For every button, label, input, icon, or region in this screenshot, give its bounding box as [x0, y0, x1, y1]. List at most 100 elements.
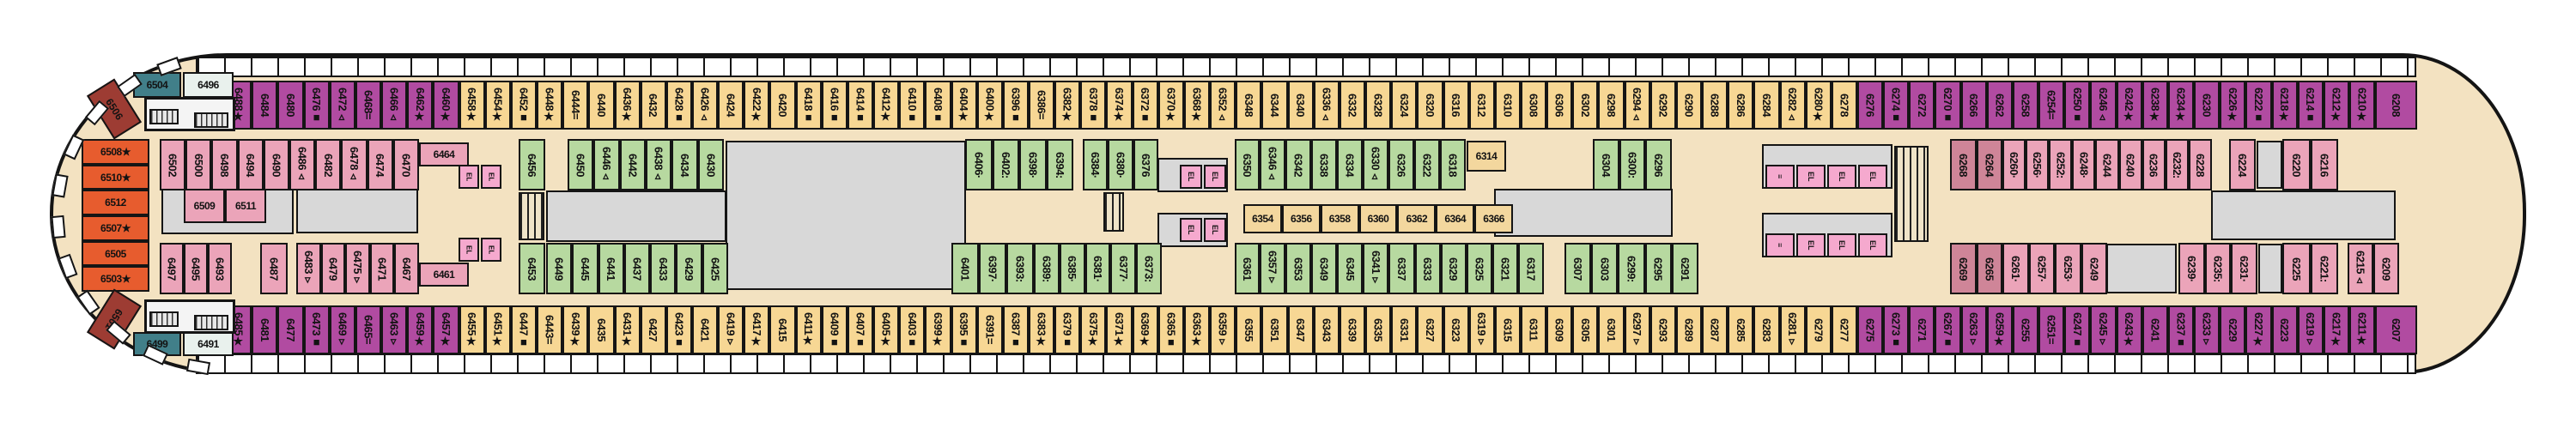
cabin-6446[interactable]: 6446▵	[593, 139, 620, 190]
cabin-6512[interactable]: 6512	[82, 190, 149, 216]
cabin-6429[interactable]: 6429	[676, 243, 702, 294]
cabin-6340[interactable]: 6340	[1287, 81, 1314, 130]
cabin-6286[interactable]: 6286	[1728, 81, 1754, 130]
cabin-6482[interactable]: 6482	[315, 139, 342, 190]
cabin-6274[interactable]: 6274■	[1883, 81, 1910, 130]
cabin-6483[interactable]: 6483▿	[296, 243, 321, 294]
cabin-6326[interactable]: 6326	[1388, 139, 1414, 190]
cabin-6479[interactable]: 6479	[320, 243, 346, 294]
cabin-6256[interactable]: 6256·	[2026, 139, 2050, 190]
cabin-6295[interactable]: 6295	[1644, 243, 1672, 294]
cabin-6355[interactable]: 6355	[1236, 305, 1262, 354]
cabin-6345[interactable]: 6345	[1337, 243, 1364, 294]
cabin-6461[interactable]: 6461	[419, 263, 469, 287]
cabin-6358[interactable]: 6358	[1320, 204, 1359, 233]
cabin-6296[interactable]: 6296	[1645, 139, 1673, 190]
cabin-6391[interactable]: 6391=	[976, 305, 1003, 354]
cabin-6450[interactable]: 6450	[568, 139, 594, 190]
cabin-6500[interactable]: 6500	[185, 139, 212, 190]
cabin-6273[interactable]: 6273■	[1883, 305, 1910, 354]
cabin-6436[interactable]: 6436★	[614, 81, 641, 130]
cabin-6455[interactable]: 6455★	[459, 305, 485, 354]
cabin-6353[interactable]: 6353	[1285, 243, 1312, 294]
cabin-6484[interactable]: 6484	[252, 81, 278, 130]
cabin-6252[interactable]: 6252:	[2049, 139, 2073, 190]
cabin-6384[interactable]: 6384·	[1083, 139, 1109, 190]
cabin-6234[interactable]: 6234★	[2167, 81, 2195, 130]
cabin-6380[interactable]: 6380·	[1108, 139, 1133, 190]
cabin-6349[interactable]: 6349	[1311, 243, 1338, 294]
cabin-6383[interactable]: 6383★	[1029, 305, 1055, 354]
cabin-6281[interactable]: 6281▿	[1779, 305, 1806, 354]
cabin-6490[interactable]: 6490	[263, 139, 290, 190]
cabin-6385[interactable]: 6385·	[1059, 243, 1085, 294]
cabin-6441[interactable]: 6441	[598, 243, 624, 294]
cabin-6219[interactable]: 6219▿	[2297, 305, 2324, 354]
cabin-6475[interactable]: 6475▿	[345, 243, 370, 294]
cabin-6294[interactable]: 6294▵	[1624, 81, 1650, 130]
cabin-6386[interactable]: 6386=	[1029, 81, 1055, 130]
cabin-6362[interactable]: 6362	[1397, 204, 1437, 233]
cabin-6401[interactable]: 6401	[951, 243, 979, 294]
cabin-6289[interactable]: 6289	[1675, 305, 1703, 354]
cabin-6470[interactable]: 6470	[392, 139, 420, 190]
cabin-6443[interactable]: 6443=	[537, 305, 563, 354]
cabin-6227[interactable]: 6227★	[2245, 305, 2272, 354]
cabin-6242[interactable]: 6242★	[2116, 81, 2142, 130]
cabin-6419[interactable]: 6419▿	[718, 305, 744, 354]
cabin-6449[interactable]: 6449	[546, 243, 573, 294]
cabin-6458[interactable]: 6458★	[459, 81, 485, 130]
cabin-6440[interactable]: 6440	[588, 81, 615, 130]
cabin-6366[interactable]: 6366	[1474, 204, 1514, 233]
cabin-6459[interactable]: 6459★	[407, 305, 434, 354]
cabin-6247[interactable]: 6247■	[2064, 305, 2091, 354]
cabin-6253[interactable]: 6253·	[2055, 243, 2081, 294]
cabin-6334[interactable]: 6334	[1337, 139, 1363, 190]
cabin-6426[interactable]: 6426▵	[691, 81, 719, 130]
cabin-6290[interactable]: 6290	[1675, 81, 1703, 130]
cabin-6352[interactable]: 6352▵	[1210, 81, 1236, 130]
cabin-6452[interactable]: 6452■	[510, 81, 538, 130]
cabin-6248[interactable]: 6248·	[2072, 139, 2096, 190]
cabin-6435[interactable]: 6435	[588, 305, 615, 354]
cabin-6414[interactable]: 6414■	[847, 81, 874, 130]
cabin-6504[interactable]: 6504	[133, 72, 181, 98]
cabin-6406[interactable]: 6406·	[965, 139, 993, 190]
cabin-6283[interactable]: 6283	[1753, 305, 1780, 354]
cabin-6312[interactable]: 6312	[1468, 81, 1495, 130]
cabin-6418[interactable]: 6418■	[795, 81, 822, 130]
cabin-6244[interactable]: 6244	[2095, 139, 2119, 190]
cabin-6445[interactable]: 6445	[572, 243, 598, 294]
cabin-6409[interactable]: 6409■	[821, 305, 848, 354]
cabin-6422[interactable]: 6422★	[744, 81, 770, 130]
cabin-6268[interactable]: 6268	[1950, 139, 1977, 190]
cabin-6454[interactable]: 6454★	[484, 81, 511, 130]
cabin-6408[interactable]: 6408■	[925, 81, 951, 130]
cabin-6360[interactable]: 6360	[1358, 204, 1398, 233]
cabin-6287[interactable]: 6287	[1702, 305, 1728, 354]
cabin-6477[interactable]: 6477	[277, 305, 304, 354]
cabin-6433[interactable]: 6433	[650, 243, 677, 294]
cabin-6350[interactable]: 6350	[1235, 139, 1260, 190]
cabin-6402[interactable]: 6402:	[992, 139, 1019, 190]
cabin-6338[interactable]: 6338	[1311, 139, 1337, 190]
cabin-6427[interactable]: 6427	[640, 305, 666, 354]
cabin-6297[interactable]: 6297▿	[1624, 305, 1650, 354]
cabin-6333[interactable]: 6333	[1414, 243, 1441, 294]
cabin-6351[interactable]: 6351	[1261, 305, 1288, 354]
cabin-6442[interactable]: 6442	[619, 139, 646, 190]
cabin-6341[interactable]: 6341▿	[1363, 243, 1389, 294]
cabin-6397[interactable]: 6397·	[979, 243, 1006, 294]
cabin-6209[interactable]: 6209	[2373, 243, 2399, 294]
cabin-6291[interactable]: 6291	[1671, 243, 1699, 294]
cabin-6372[interactable]: 6372■	[1132, 81, 1158, 130]
cabin-6374[interactable]: 6374★	[1106, 81, 1133, 130]
cabin-6496[interactable]: 6496	[183, 72, 234, 98]
cabin-6510[interactable]: 6510★	[82, 164, 149, 190]
cabin-6301[interactable]: 6301	[1598, 305, 1625, 354]
cabin-6431[interactable]: 6431★	[614, 305, 641, 354]
cabin-6302[interactable]: 6302	[1572, 81, 1599, 130]
cabin-6212[interactable]: 6212★	[2323, 81, 2349, 130]
cabin-6293[interactable]: 6293	[1649, 305, 1676, 354]
cabin-6305[interactable]: 6305	[1572, 305, 1599, 354]
